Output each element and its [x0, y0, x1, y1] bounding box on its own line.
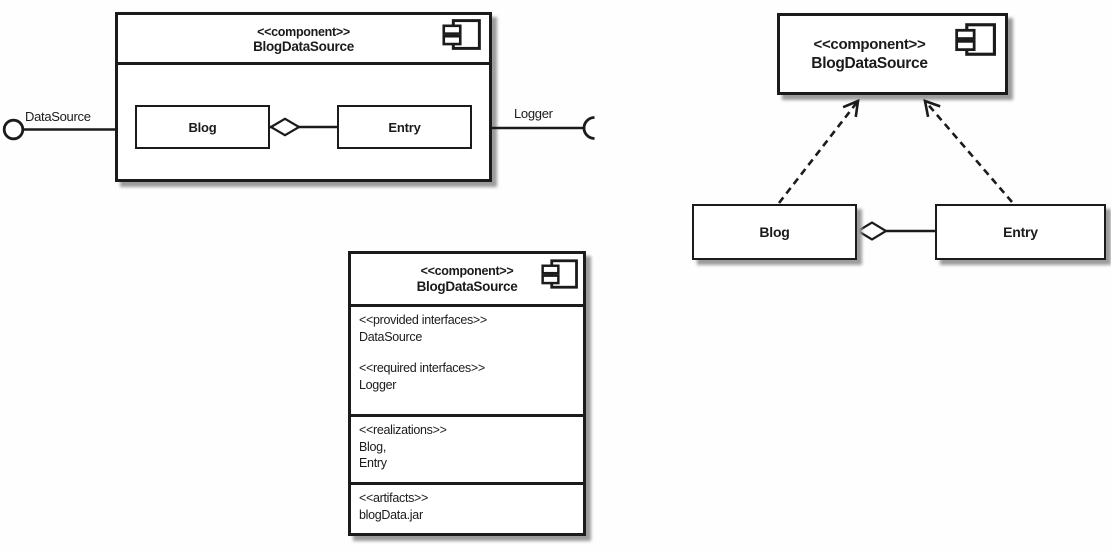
component-stereotype: <<component>> — [257, 24, 350, 39]
artifact-value: blogData.jar — [359, 507, 423, 522]
provided-interface-value: DataSource — [359, 329, 423, 344]
component-icon — [442, 19, 481, 50]
aggregation-diamond-right — [855, 221, 889, 241]
class-name-label: Entry — [388, 119, 421, 135]
required-interface-value: Logger — [359, 377, 397, 392]
class-box-blog: Blog — [692, 204, 857, 260]
provided-interface-lollipop-icon — [2, 118, 25, 141]
class-box-entry: Entry — [935, 204, 1106, 260]
realization-item: Entry — [359, 456, 387, 470]
component-header: <<component>> BlogDataSource — [351, 254, 583, 307]
class-name-label: Blog — [759, 224, 790, 240]
component-icon — [955, 23, 996, 56]
class-name-label: Blog — [188, 119, 217, 135]
realization-arrow-blog — [777, 98, 860, 204]
required-interface-label: Logger — [514, 106, 553, 121]
required-interface-socket-icon — [582, 116, 595, 140]
component-stereotype: <<component>> — [813, 36, 926, 53]
component-name: BlogDataSource — [253, 38, 354, 54]
realization-arrow-entry — [923, 99, 1013, 203]
component-box-compartments: <<component>> BlogDataSource <<provided … — [348, 251, 586, 536]
class-name-label: Entry — [1003, 224, 1038, 240]
realizations-stereotype: <<realizations>> — [359, 423, 447, 437]
component-header: <<component>> BlogDataSource — [118, 15, 489, 65]
artifacts-compartment: <<artifacts>> blogData.jar — [351, 485, 583, 533]
component-icon — [541, 259, 578, 289]
component-name: BlogDataSource — [416, 278, 518, 294]
provided-interface-label: DataSource — [25, 109, 91, 124]
class-box-entry: Entry — [337, 105, 472, 149]
class-box-blog: Blog — [135, 105, 270, 149]
realization-item: Blog, — [359, 439, 386, 454]
interfaces-compartment: <<provided interfaces>> DataSource <<req… — [351, 307, 583, 417]
realizations-compartment: <<realizations>> Blog, Entry — [351, 417, 583, 485]
component-name: BlogDataSource — [811, 55, 928, 72]
component-box-structured: <<component>> BlogDataSource — [115, 12, 492, 182]
blank-line — [359, 345, 575, 360]
required-interfaces-stereotype: <<required interfaces>> — [359, 361, 485, 375]
artifacts-stereotype: <<artifacts>> — [359, 491, 429, 505]
component-stereotype: <<component>> — [420, 263, 514, 278]
provided-interfaces-stereotype: <<provided interfaces>> — [359, 313, 487, 327]
component-box-realization: <<component>> BlogDataSource — [777, 13, 1008, 95]
